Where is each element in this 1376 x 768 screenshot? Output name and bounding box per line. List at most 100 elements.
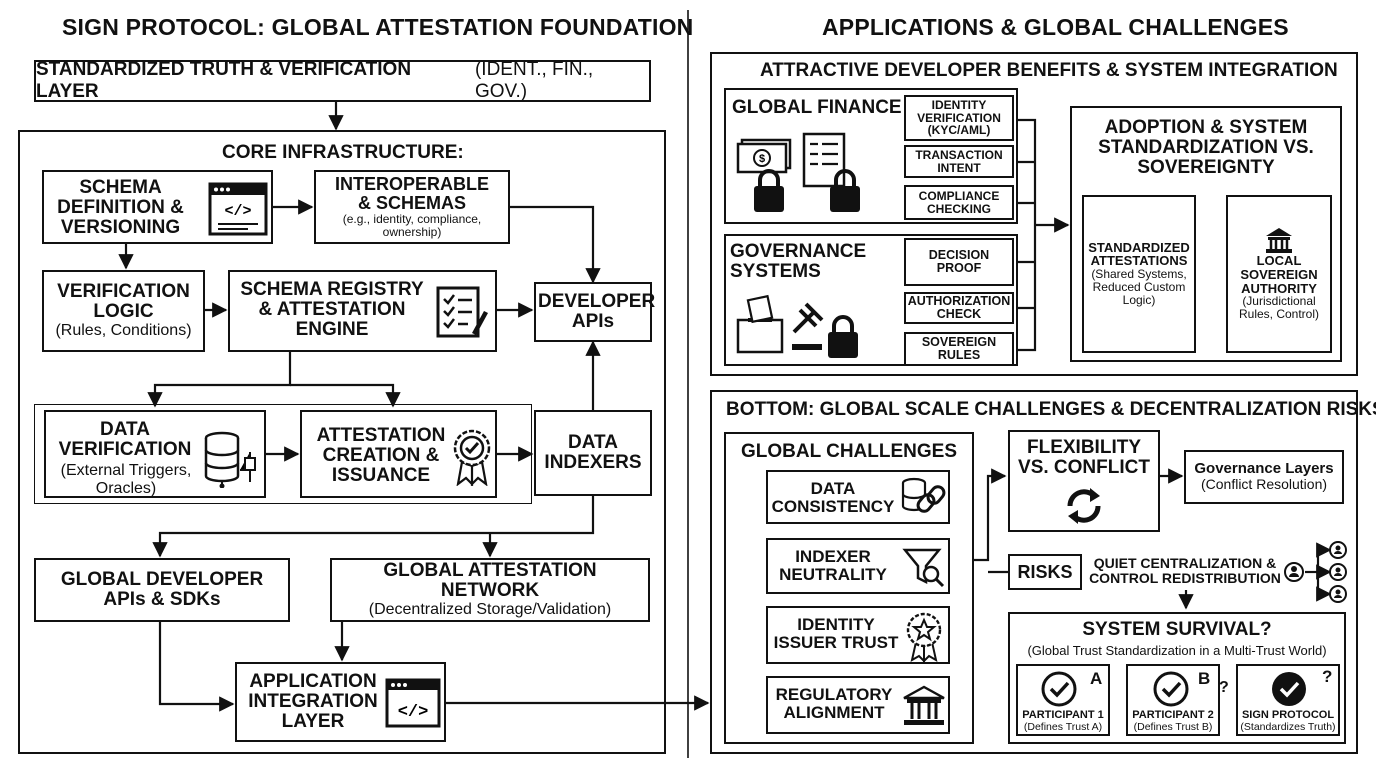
local-sovereign-sub: (Jurisdictional Rules, Control) xyxy=(1238,294,1320,322)
interoperable-schemas-label: INTEROPERABLE & SCHEMAS xyxy=(334,173,489,213)
money-lock-icon: $ xyxy=(736,132,860,212)
regulatory-alignment-label: REGULATORY ALIGNMENT xyxy=(775,685,893,722)
indexer-neutrality-box: INDEXER NEUTRALITY xyxy=(766,538,950,594)
interoperable-schemas-examples: (e.g., identity, compliance, ownership) xyxy=(342,211,482,239)
users-network-icon xyxy=(1284,541,1347,603)
database-icon xyxy=(204,431,256,488)
funnel-search-icon xyxy=(902,548,945,588)
check-circle-icon xyxy=(1041,671,1077,707)
code-window-icon: </> xyxy=(208,182,268,236)
adoption-label: ADOPTION & SYSTEM STANDARDIZATION VS. SO… xyxy=(1098,117,1314,178)
authorization-check-label: AUTHORIZATION CHECK xyxy=(907,293,1011,321)
sign-protocol-question: ? xyxy=(1322,667,1333,686)
authorization-check-box: AUTHORIZATION CHECK xyxy=(904,292,1014,324)
truth-layer-label: STANDARDIZED TRUTH & VERIFICATION LAYER xyxy=(36,59,412,102)
government-building-icon xyxy=(903,685,945,725)
decision-proof-box: DECISION PROOF xyxy=(904,238,1014,286)
schema-registry-box: SCHEMA REGISTRY & ATTESTATION ENGINE xyxy=(228,270,497,352)
identity-verification-label: IDENTITY VERIFICATION (KYC/AML) xyxy=(917,98,1001,138)
developer-apis-label: DEVELOPER APIs xyxy=(538,291,656,332)
schema-definition-label: SCHEMA DEFINITION & VERSIONING xyxy=(57,177,184,238)
svg-text:</>: </> xyxy=(224,203,251,220)
benefits-frame xyxy=(710,52,1358,376)
application-integration-label: APPLICATION INTEGRATION LAYER xyxy=(248,671,378,732)
participant-1-sub: (Defines Trust A) xyxy=(1023,721,1103,733)
participant-2-letter: B xyxy=(1198,669,1211,688)
data-row-frame xyxy=(34,404,532,504)
checklist-icon xyxy=(436,286,488,338)
data-indexers-box: DATA INDEXERS xyxy=(534,410,652,496)
participant-1-letter: A xyxy=(1090,669,1103,688)
local-sovereign-label: LOCAL SOVEREIGN AUTHORITY xyxy=(1240,253,1318,296)
compliance-checking-label: COMPLIANCE CHECKING xyxy=(918,188,1000,216)
benefits-header: ATTRACTIVE DEVELOPER BENEFITS & SYSTEM I… xyxy=(760,60,1338,81)
identity-verification-box: IDENTITY VERIFICATION (KYC/AML) xyxy=(904,95,1014,141)
sign-protocol-box: ? SIGN PROTOCOL (Standardizes Truth) xyxy=(1236,664,1340,736)
transaction-intent-box: TRANSACTION INTENT xyxy=(904,145,1014,178)
right-title: APPLICATIONS & GLOBAL CHALLENGES xyxy=(822,14,1289,40)
sovereign-rules-label: SOVEREIGN RULES xyxy=(921,334,997,362)
compliance-checking-box: COMPLIANCE CHECKING xyxy=(904,185,1014,220)
participant-2-sub: (Defines Trust B) xyxy=(1133,721,1213,733)
attestation-creation-box: ATTESTATION CREATION & ISSUANCE xyxy=(300,410,497,498)
global-developer-apis-box: GLOBAL DEVELOPER APIs & SDKs xyxy=(34,558,290,622)
global-finance-label: GLOBAL FINANCE xyxy=(732,97,902,118)
transaction-intent-label: TRANSACTION INTENT xyxy=(915,147,1003,175)
risks-frame xyxy=(710,390,1358,754)
standardized-attestations-label: STANDARDIZED ATTESTATIONS xyxy=(1088,239,1190,269)
data-verification-box: DATA VERIFICATION (External Triggers, Or… xyxy=(44,410,266,498)
attestation-creation-label: ATTESTATION CREATION & ISSUANCE xyxy=(316,425,446,486)
global-developer-apis-label: GLOBAL DEVELOPER APIs & SDKs xyxy=(60,569,264,610)
standardized-attestations-sub: (Shared Systems, Reduced Custom Logic) xyxy=(1091,266,1187,308)
participant-1-box: A PARTICIPANT 1 (Defines Trust A) xyxy=(1016,664,1110,736)
question-mark: ? xyxy=(1219,679,1229,696)
core-label: CORE INFRASTRUCTURE: xyxy=(222,142,464,163)
data-verification-sub: (External Triggers, Oracles) xyxy=(60,462,192,497)
schema-registry-label: SCHEMA REGISTRY & ATTESTATION ENGINE xyxy=(240,279,424,340)
identity-issuer-trust-label: IDENTITY ISSUER TRUST xyxy=(773,615,899,652)
core-frame xyxy=(18,130,666,754)
global-attestation-network-label: GLOBAL ATTESTATION NETWORK xyxy=(383,560,597,602)
flexibility-conflict-label: FLEXIBILITY VS. CONFLICT xyxy=(1018,437,1150,478)
left-title: SIGN PROTOCOL: GLOBAL ATTESTATION FOUNDA… xyxy=(62,14,694,40)
data-verification-label: DATA VERIFICATION xyxy=(58,419,192,460)
application-integration-box: APPLICATION INTEGRATION LAYER </> xyxy=(235,662,446,742)
interoperable-schemas-box: INTEROPERABLE & SCHEMAS (e.g., identity,… xyxy=(314,170,510,244)
global-challenges-label: GLOBAL CHALLENGES xyxy=(740,441,958,462)
developer-apis-box: DEVELOPER APIs xyxy=(534,282,656,342)
risks-label: RISKS xyxy=(1017,561,1073,582)
database-link-icon xyxy=(901,477,946,513)
identity-issuer-trust-box: IDENTITY ISSUER TRUST xyxy=(766,606,950,664)
participant-2-label: PARTICIPANT 2 xyxy=(1132,709,1214,721)
standardized-attestations-box: STANDARDIZED ATTESTATIONS (Shared System… xyxy=(1082,195,1196,353)
check-circle-icon xyxy=(1153,671,1189,707)
verification-logic-label: VERIFICATION LOGIC xyxy=(57,281,190,323)
participant-1-label: PARTICIPANT 1 xyxy=(1022,709,1104,721)
regulatory-alignment-box: REGULATORY ALIGNMENT xyxy=(766,676,950,734)
sovereign-rules-box: SOVEREIGN RULES xyxy=(904,332,1014,366)
global-attestation-network-box: GLOBAL ATTESTATION NETWORK (Decentralize… xyxy=(330,558,650,622)
refresh-cycle-icon xyxy=(1067,488,1101,524)
ballot-gavel-lock-icon xyxy=(736,294,858,358)
governance-label: GOVERNANCE SYSTEMS xyxy=(730,241,867,282)
governance-layers-sub: (Conflict Resolution) xyxy=(1200,476,1328,493)
badge-seal-icon xyxy=(453,429,491,486)
decision-proof-label: DECISION PROOF xyxy=(928,247,990,275)
participant-2-box: B PARTICIPANT 2 (Defines Trust B) xyxy=(1126,664,1220,736)
risks-description: QUIET CENTRALIZATION & CONTROL REDISTRIB… xyxy=(1089,555,1281,586)
local-sovereign-authority-box: LOCAL SOVEREIGN AUTHORITY (Jurisdictiona… xyxy=(1226,195,1332,353)
risks-box: RISKS xyxy=(1008,554,1082,590)
schema-definition-box: SCHEMA DEFINITION & VERSIONING </> xyxy=(42,170,273,244)
system-survival-sub: (Global Trust Standardization in a Multi… xyxy=(1027,643,1327,658)
star-badge-icon xyxy=(906,612,942,662)
sign-protocol-label: SIGN PROTOCOL xyxy=(1241,709,1335,721)
check-circle-icon xyxy=(1272,672,1306,706)
truth-layer-box: STANDARDIZED TRUTH & VERIFICATION LAYER … xyxy=(34,59,651,102)
global-attestation-network-sub: (Decentralized Storage/Validation) xyxy=(368,601,612,619)
system-survival-label: SYSTEM SURVIVAL? xyxy=(1082,619,1272,640)
verification-logic-sub: (Rules, Conditions) xyxy=(55,322,192,340)
governance-layers-label: Governance Layers xyxy=(1194,460,1334,478)
svg-text:$: $ xyxy=(759,153,765,165)
data-indexers-label: DATA INDEXERS xyxy=(544,432,642,473)
code-window-icon: </> xyxy=(385,678,441,728)
